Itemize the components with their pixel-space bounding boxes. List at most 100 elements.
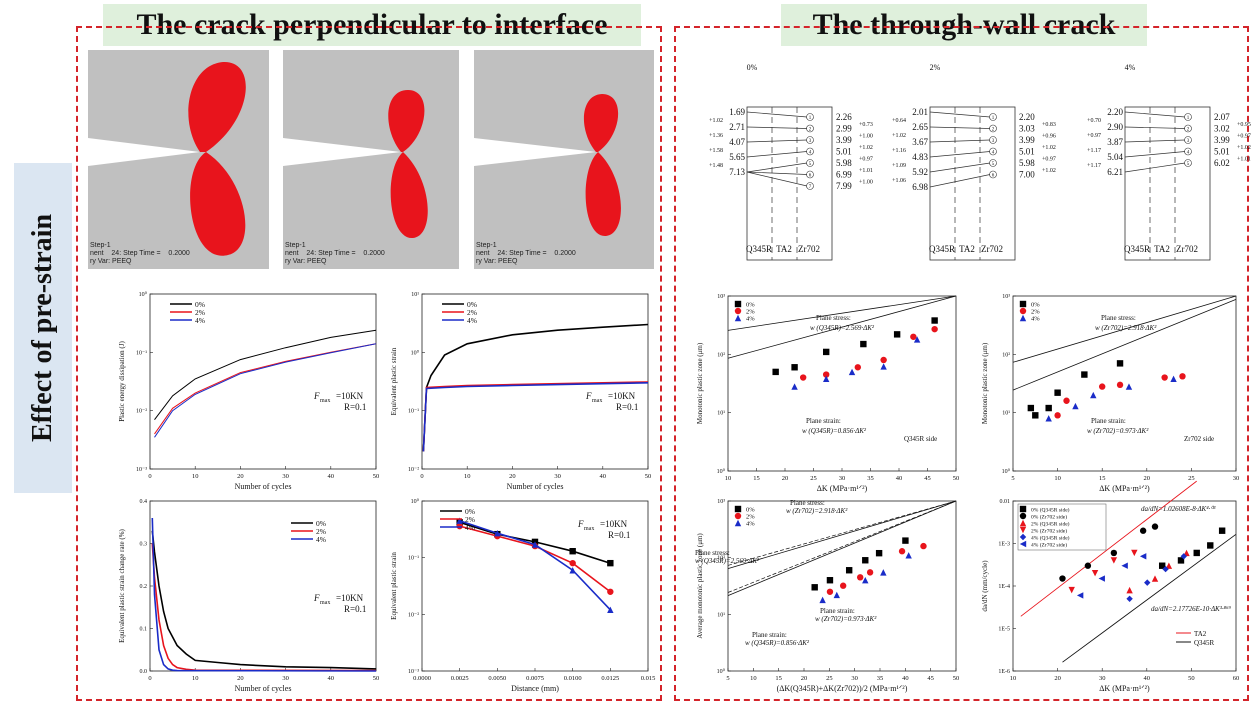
sim-step-label: Step-1 [476,242,497,249]
y-tick-label: 10² [717,556,725,562]
right-dashed-frame [674,26,1249,701]
y-axis-label: Equivalent plastic strain change rate (%… [118,528,126,642]
plot-frame [727,295,957,472]
front-number-circle [989,159,997,167]
annotation: w (Q345R)=0.856·ΔK² [802,427,867,435]
front-number: 3 [992,139,995,144]
annotation-ratio: R=0.1 [608,530,630,540]
data-point [1161,374,1168,381]
data-point [1110,557,1118,564]
fit-line [727,500,957,569]
left-depth-value: 2.90 [1107,122,1123,132]
data-point [1027,404,1035,412]
front-number: 2 [992,128,995,133]
crack-front-line [1124,162,1186,173]
data-point [1045,415,1052,422]
right-increment: +1.02 [1237,145,1251,151]
fem-contour-2-graphic [283,90,428,239]
annotation: w (Zr702)=2.918·ΔK² [1095,324,1157,332]
crack-front-line [1124,139,1186,143]
x-tick-label: 30 [839,475,846,482]
right-depth-value: 5.01 [1214,147,1230,157]
data-point [1207,542,1214,549]
data-point [1116,360,1124,367]
x-tick-label: 30 [282,473,289,480]
left-increment: +1.09 [892,163,906,169]
data-point [791,364,798,371]
data-point [1032,412,1039,419]
crack-front-line [746,139,808,143]
annotation: Plane strain: [752,631,787,639]
annotation: Q345R side [904,435,937,443]
plot-frame [1012,500,1237,672]
material-label: Zr702 [798,244,820,254]
legend-marker [1019,307,1027,315]
y-tick-label: 10⁻² [408,467,419,473]
sim-time-label: nent 24: Step Time = 0.2000 [90,250,190,257]
y-tick-label: 10⁻² [136,409,147,415]
y-tick-label: 1E-5 [998,627,1010,633]
front-number-circle [989,136,997,144]
data-point [880,569,887,576]
x-tick-label: 10 [192,473,199,480]
left-depth-value: 4.07 [729,137,745,147]
right-increment: +1.00 [859,180,873,186]
series-line-4% [151,517,377,672]
y-axis-label: Monotonic plastic zone (μm) [696,342,704,424]
left-depth-value: 2.20 [1107,107,1123,117]
data-point [862,577,869,584]
front-number: 1 [1187,116,1190,121]
legend-marker [1019,540,1027,548]
plot-frame [149,500,377,672]
series-line-4% [154,343,377,438]
y-tick-label: 10³ [717,294,725,300]
left-depth-value: 5.65 [729,152,745,162]
legend-label: 4% (Q345R side) [1031,535,1070,542]
annotation-load: =10KN [336,593,364,603]
data-point [531,541,539,548]
annotation: Plane strain: [820,607,855,615]
y-tick-label: 10⁻³ [408,669,419,675]
front-number: 3 [809,139,812,144]
front-number: 5 [1187,162,1190,167]
x-tick-label: 10 [192,675,199,682]
data-point [910,333,917,340]
fit-line [1012,295,1237,363]
crack-front-line [929,162,991,173]
left-increment: +1.48 [709,163,723,169]
annotation-ratio: R=0.1 [344,604,366,614]
annotation: Plane stress: [1101,314,1136,322]
data-point [880,356,887,364]
series-line-2% [422,381,649,452]
left-increment: +1.58 [709,148,723,154]
data-point [1116,381,1124,389]
data-point [1072,402,1079,410]
front-number-circle [806,182,814,190]
annotation-f: F [313,593,320,603]
data-point [860,340,867,348]
data-point [456,522,463,530]
x-tick-label: 20 [237,473,244,480]
data-point [1139,553,1147,560]
legend-label: 0% [746,302,755,309]
legend-marker [734,300,742,308]
annotation: w (Zr702)=2.918·ΔK² [786,507,848,515]
front-number-circle [1184,113,1192,121]
right-depth-value: 3.03 [1019,124,1035,134]
crack-front-line [746,171,808,187]
right-increment: +1.02 [1042,145,1056,151]
data-point [569,567,576,574]
data-point [1091,570,1099,577]
sim-time-label: nent 24: Step Time = 0.2000 [476,250,576,257]
x-tick-label: 30 [282,675,289,682]
legend-label: 0% [195,300,205,309]
left-increment: +0.97 [1087,133,1101,139]
data-point [839,582,847,589]
legend-marker [1019,512,1027,520]
data-point [1193,549,1200,557]
left-depth-value: 3.67 [912,137,928,147]
crack-front-line [929,139,991,143]
fit-label-q345r: da/dN=2.17726E-10·ΔK³·⁸⁶⁹ [1151,605,1231,613]
